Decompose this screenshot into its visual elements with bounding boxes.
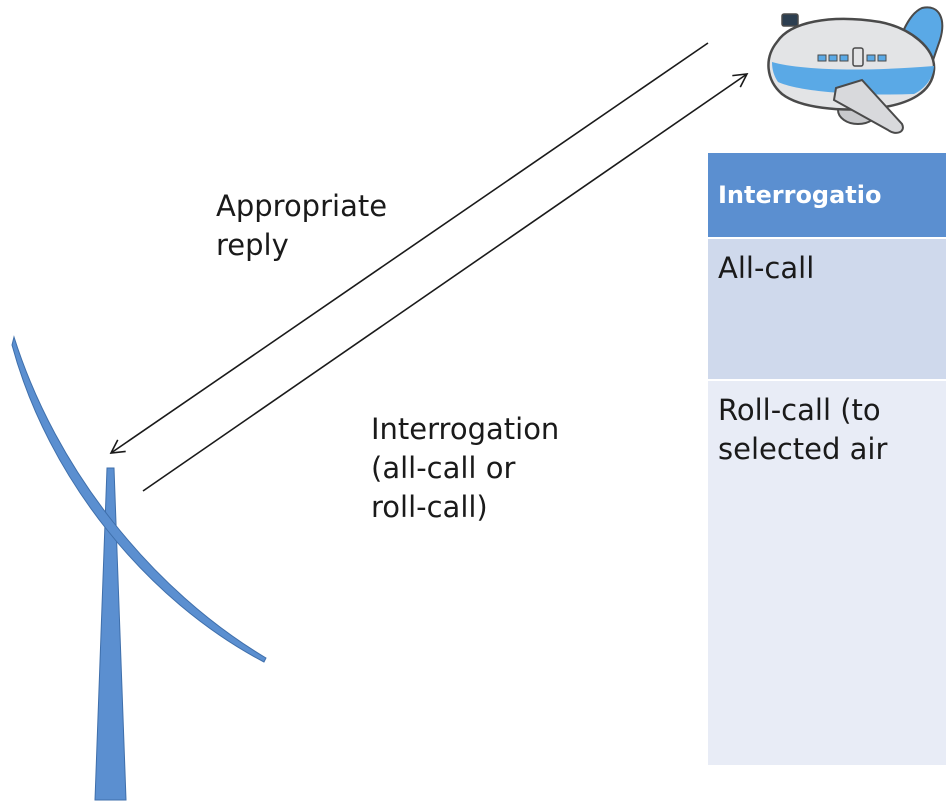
table-cell-line: Roll-call (to [718, 393, 881, 427]
table-cell: All-call [708, 237, 946, 380]
interrogation-label: Interrogation (all-call or roll-call) [371, 410, 559, 527]
interrogation-label-line: Interrogation [371, 412, 560, 446]
table-cell: Roll-call (to selected air [708, 379, 946, 765]
reply-arrow [109, 42, 709, 454]
table-cell-line: selected air [718, 432, 888, 466]
interrogation-table: Interrogatio All-call Roll-call (to sele… [708, 153, 946, 765]
table-cell-line: All-call [718, 251, 815, 285]
reply-label-line: Appropriate [216, 189, 388, 223]
antenna-dish [11, 335, 267, 663]
reply-label-line: reply [216, 228, 289, 262]
antenna-mast [94, 467, 127, 801]
table-header-row: Interrogatio [708, 153, 946, 238]
interrogation-label-line: roll-call) [371, 490, 488, 524]
table-row: Roll-call (to selected air [708, 379, 946, 765]
airplane-icon [767, 6, 944, 134]
reply-label: Appropriate reply [216, 187, 387, 265]
table-row: All-call [708, 237, 946, 380]
interrogation-arrow [142, 73, 749, 492]
interrogation-label-line: (all-call or [371, 451, 516, 485]
table-header-cell: Interrogatio [708, 153, 946, 238]
